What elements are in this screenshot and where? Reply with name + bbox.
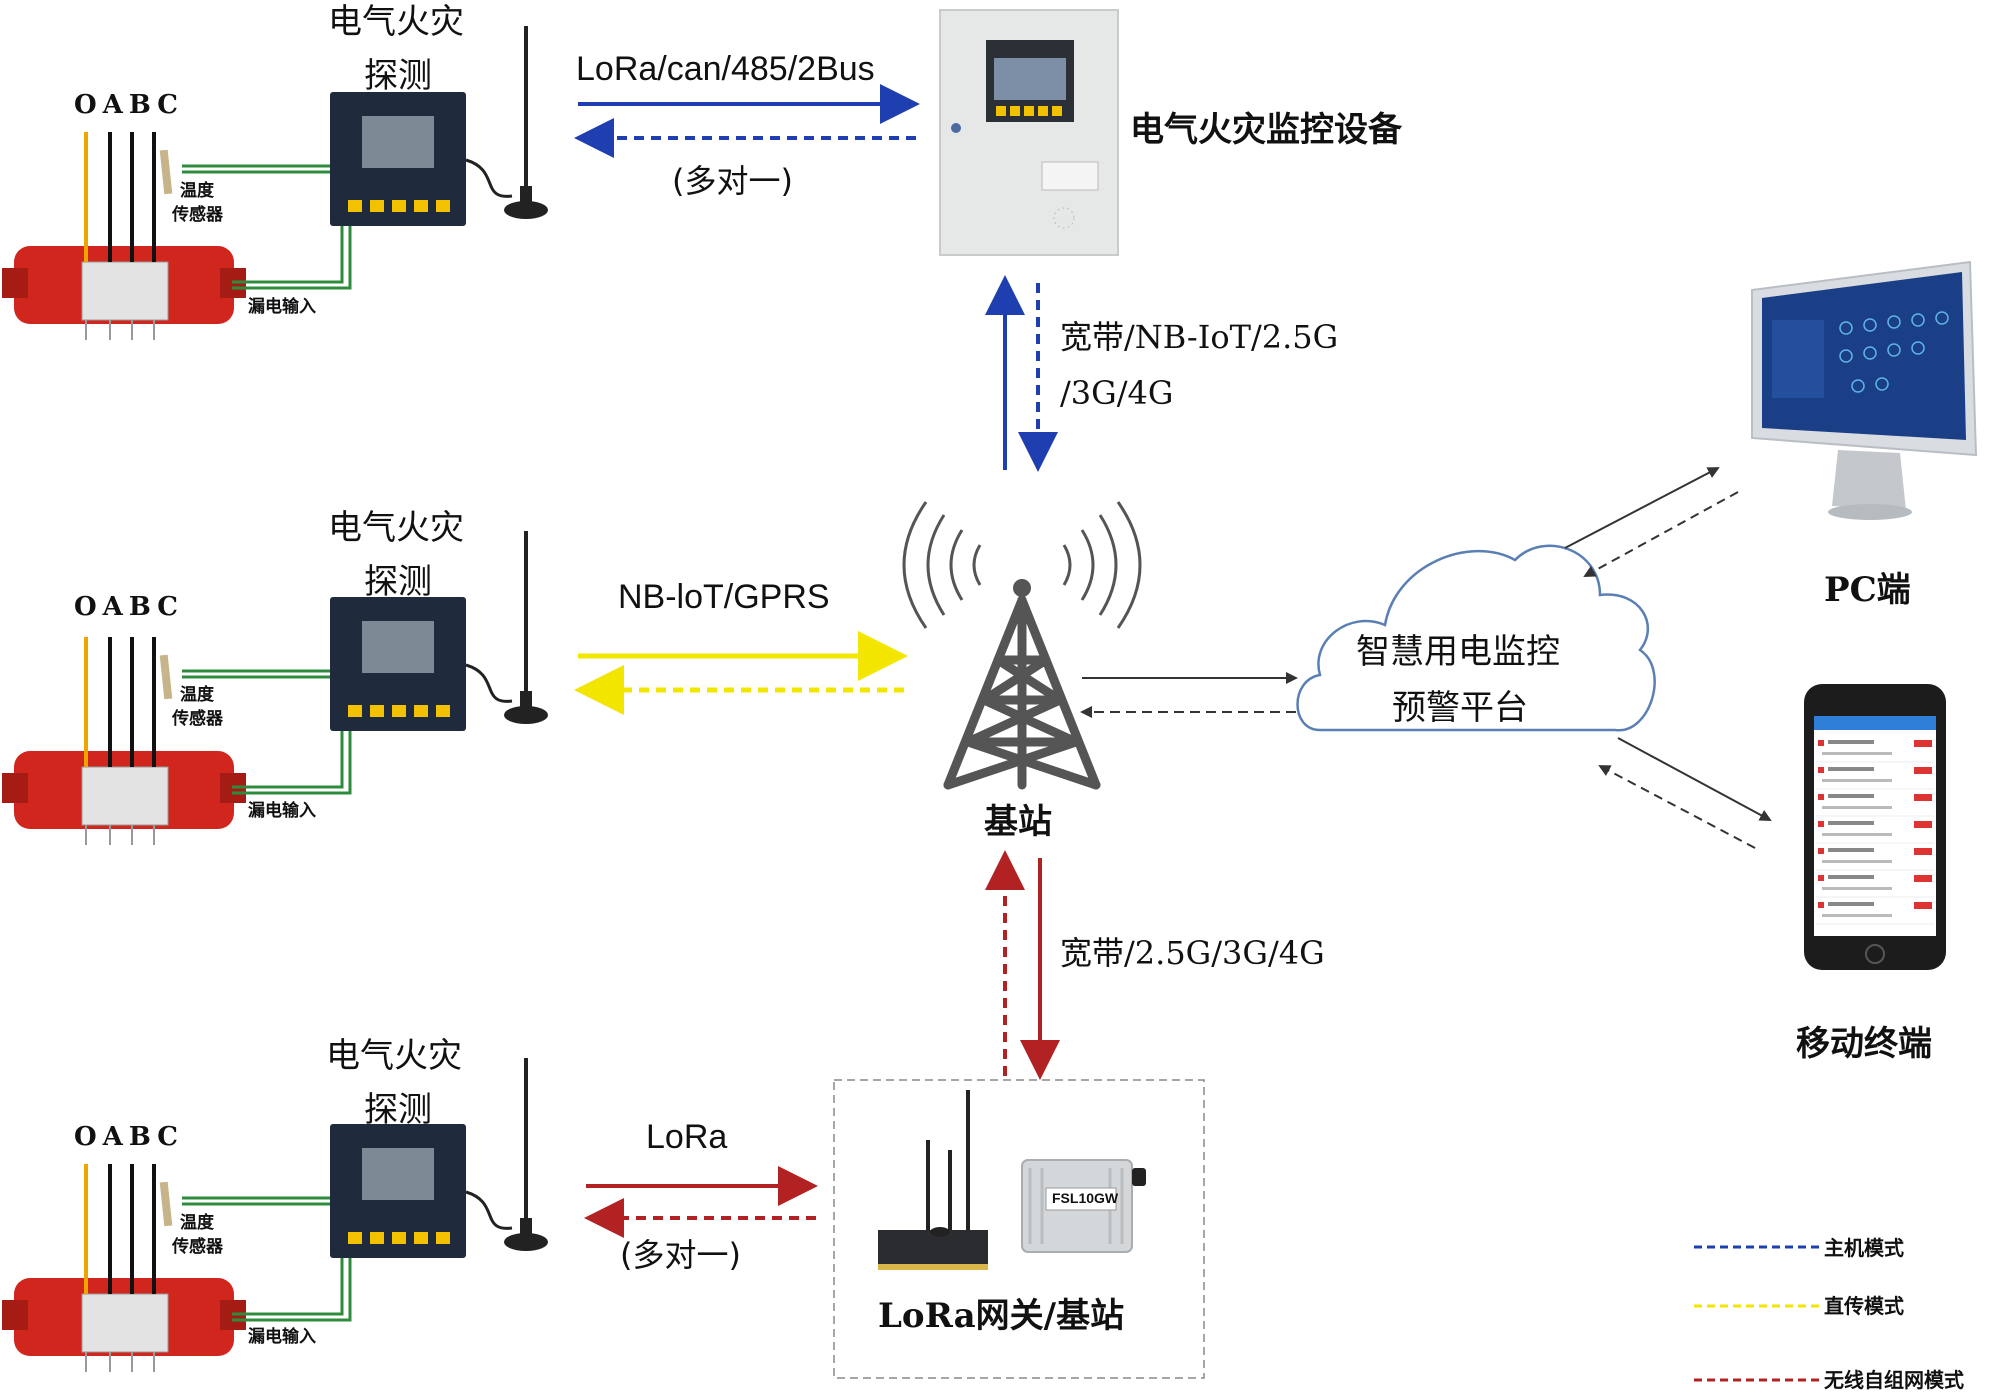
- detector-2-sensor-line2: 传感器: [172, 709, 223, 729]
- lora-router-icon: [878, 1090, 988, 1270]
- detector-3-phase-labels: OABC: [74, 1122, 184, 1152]
- detector-1-title-line1: 电气火灾: [328, 2, 464, 42]
- detector-1-title-line2: 探测: [364, 56, 432, 96]
- node-label-pc: PC端: [1824, 570, 1911, 610]
- monitor-cabinet-icon: [939, 9, 1119, 256]
- lora-outdoor-gateway-icon: [1021, 1159, 1146, 1253]
- detector-1-sensor-line1: 温度: [180, 181, 214, 201]
- link-label-lora: LoRa: [646, 1118, 728, 1156]
- node-label-mobile: 移动终端: [1796, 1024, 1932, 1064]
- tower-icon: [902, 501, 1142, 790]
- detector-2-sensor-line1: 温度: [180, 685, 214, 705]
- node-label-monitor-device: 电气火灾监控设备: [1130, 110, 1402, 150]
- current-transformer-icon: [2, 751, 246, 829]
- detector-group-3: [2, 1058, 548, 1372]
- link-label-nb-gprs: NB-loT/GPRS: [618, 578, 830, 616]
- detector-3-leak-label: 漏电输入: [248, 1327, 316, 1347]
- fire-detector-device-icon: [330, 597, 466, 731]
- pc-to-cloud-arrow: [1583, 491, 1739, 577]
- detector-3-sensor-line2: 传感器: [172, 1237, 223, 1257]
- link-label-broadband-bottom: 宽带/2.5G/3G/4G: [1060, 934, 1325, 972]
- detector-1-phase-labels: OABC: [74, 90, 184, 120]
- detector-group-1: [2, 26, 548, 340]
- cloud-to-pc-arrow: [1564, 467, 1720, 549]
- link-label-broadband-top-line1: 宽带/NB-IoT/2.5G: [1060, 318, 1339, 356]
- gateway-device-model: FSL10GW: [1052, 1190, 1119, 1206]
- temperature-probe-icon: [159, 149, 173, 195]
- link-label-many-to-one-bottom: (多对一): [620, 1236, 741, 1274]
- cloud-icon: [1296, 544, 1656, 732]
- cloud-to-mobile-arrow: [1617, 737, 1772, 821]
- link-label-lora-can: LoRa/can/485/2Bus: [576, 50, 875, 88]
- gateway-box: [833, 1079, 1205, 1379]
- fire-detector-device-icon: [330, 92, 466, 226]
- detector-2-title-line2: 探测: [364, 562, 432, 602]
- detector-3-title-line1: 电气火灾: [326, 1036, 462, 1076]
- legend-label-mesh: 无线自组网模式: [1824, 1368, 1964, 1392]
- detector-3-title-line2: 探测: [364, 1090, 432, 1130]
- detector-1-leak-label: 漏电输入: [248, 297, 316, 317]
- detector-3-sensor-line1: 温度: [180, 1213, 214, 1233]
- detector-2-phase-labels: OABC: [74, 592, 184, 622]
- detector-2-leak-label: 漏电输入: [248, 801, 316, 821]
- node-label-platform-line1: 智慧用电监控: [1356, 632, 1560, 672]
- node-label-platform-line2: 预警平台: [1392, 688, 1528, 728]
- legend-label-host: 主机模式: [1824, 1236, 1904, 1260]
- node-label-base-station: 基站: [984, 802, 1052, 842]
- current-transformer-icon: [2, 246, 246, 324]
- detector-2-title-line1: 电气火灾: [328, 508, 464, 548]
- temperature-probe-icon: [159, 654, 173, 700]
- detector-group-2: [2, 531, 548, 845]
- pc-monitor-icon: [1751, 260, 1978, 520]
- mobile-to-cloud-arrow: [1598, 765, 1756, 849]
- current-transformer-icon: [2, 1278, 246, 1356]
- mobile-phone-icon: [1804, 684, 1946, 970]
- legend-label-direct: 直传模式: [1824, 1294, 1904, 1318]
- fire-detector-device-icon: [330, 1124, 466, 1258]
- link-label-many-to-one-top: (多对一): [672, 162, 793, 200]
- temperature-probe-icon: [159, 1181, 173, 1227]
- detector-1-sensor-line2: 传感器: [172, 205, 223, 225]
- node-label-gateway: LoRa网关/基站: [878, 1296, 1125, 1336]
- link-label-broadband-top-line2: /3G/4G: [1060, 374, 1174, 412]
